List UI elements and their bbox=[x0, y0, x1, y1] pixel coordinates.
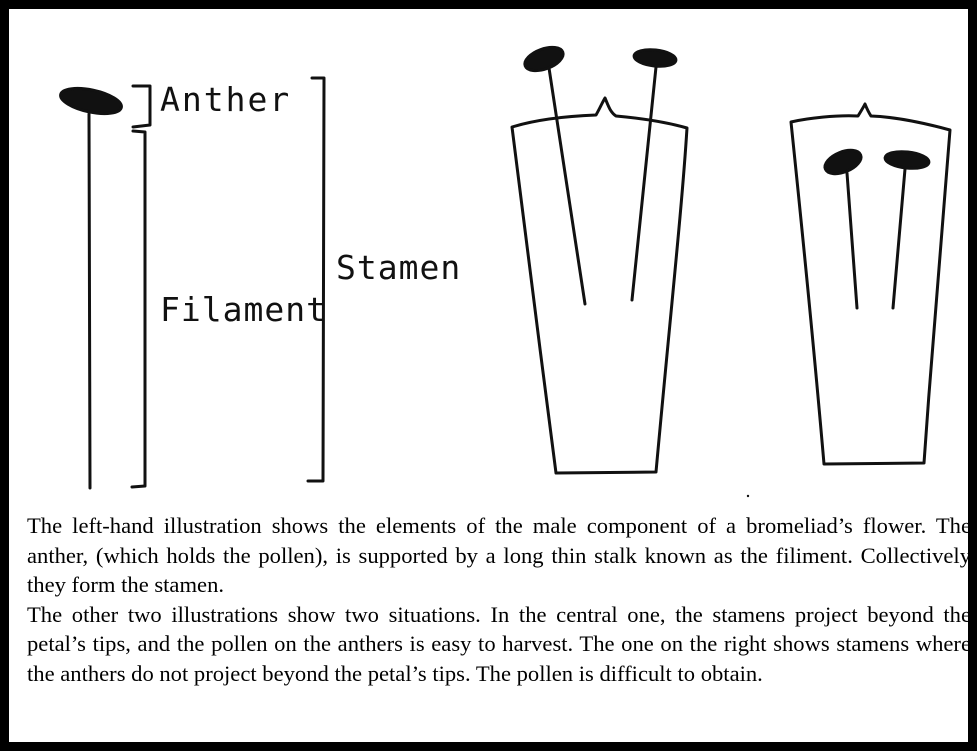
stamen-label: Stamen bbox=[336, 248, 461, 287]
filament-line bbox=[893, 169, 905, 308]
ink-speck bbox=[747, 495, 749, 497]
stamen-bracket bbox=[308, 78, 324, 481]
filament-line bbox=[632, 67, 656, 300]
anther-shape bbox=[522, 43, 566, 75]
anther-shape bbox=[58, 84, 123, 118]
anther-shape bbox=[884, 150, 929, 171]
flower-exserted-stamens bbox=[512, 43, 687, 473]
caption-paragraph: The left-hand illustration shows the ele… bbox=[27, 511, 971, 600]
flower-enclosed-stamens bbox=[791, 104, 950, 464]
stamen-illustration: Anther Filament Stamen bbox=[18, 18, 977, 498]
filament-bracket bbox=[132, 131, 145, 487]
anther-shape bbox=[633, 48, 676, 68]
caption-paragraph: The other two illustrations show two sit… bbox=[27, 600, 971, 689]
filament-line bbox=[847, 173, 857, 308]
anther-label: Anther bbox=[160, 80, 291, 119]
filament-label: Filament bbox=[160, 290, 327, 329]
single-stamen bbox=[58, 84, 123, 488]
anther-shape bbox=[822, 146, 865, 179]
petal-tube bbox=[512, 98, 687, 473]
filament-line bbox=[549, 68, 585, 304]
anther-bracket bbox=[133, 86, 150, 127]
filament-line bbox=[89, 114, 90, 488]
figure-caption: The left-hand illustration shows the ele… bbox=[27, 511, 971, 689]
